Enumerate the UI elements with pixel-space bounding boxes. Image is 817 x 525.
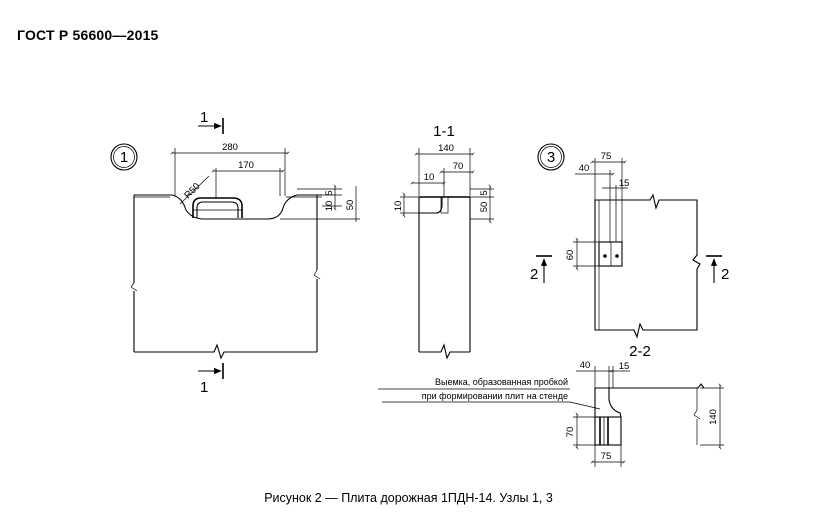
svg-text:50: 50: [345, 200, 356, 211]
section-2-2-dims: 40 15 70 140 75: [565, 360, 724, 467]
section-1-1-view: 1-1 140 70 10 10: [393, 123, 494, 360]
section-cut-bottom: 1: [198, 363, 224, 396]
svg-text:2: 2: [530, 266, 538, 283]
svg-text:170: 170: [238, 160, 254, 171]
svg-text:40: 40: [580, 360, 591, 371]
section-1-1-title: 1-1: [433, 123, 455, 140]
svg-text:5: 5: [479, 190, 490, 195]
dimension-section-right: 5 50: [470, 184, 494, 224]
svg-text:75: 75: [601, 451, 612, 462]
dimension-170: 170: [211, 160, 285, 198]
svg-text:1: 1: [120, 149, 128, 166]
dimension-right-stack: 5 10 50: [280, 184, 360, 222]
lifting-loop: [192, 197, 243, 218]
svg-text:1: 1: [200, 379, 208, 396]
svg-text:140: 140: [708, 409, 719, 425]
figure-caption: Рисунок 2 — Плита дорожная 1ПДН-14. Узлы…: [264, 491, 553, 505]
dimension-140: 140: [414, 143, 475, 196]
svg-text:280: 280: [222, 142, 238, 153]
svg-text:1: 1: [200, 109, 208, 126]
node-3-dims: 75 40 15 60: [565, 151, 630, 271]
dimension-10-top: 10: [410, 172, 446, 185]
svg-text:10: 10: [424, 172, 435, 183]
svg-text:140: 140: [438, 143, 454, 154]
svg-text:2: 2: [721, 266, 729, 283]
node-1-marker: 1: [110, 143, 138, 171]
svg-text:10: 10: [324, 201, 335, 212]
recess-note-line-2: при формировании плит на стенде: [422, 391, 568, 401]
plate-outline: [130, 194, 322, 360]
svg-text:40: 40: [579, 163, 590, 174]
section-2-2-view: 2-2 Выемка, образованная пробкой при фор…: [378, 343, 724, 467]
svg-text:60: 60: [565, 250, 576, 261]
node-3-marker: 3: [537, 143, 565, 171]
section-2-2-note: Выемка, образованная пробкой при формиро…: [378, 377, 601, 410]
section-cut-2-left: 2: [530, 255, 552, 283]
node-1-view: 1 1 1: [110, 109, 360, 396]
svg-text:50: 50: [479, 202, 490, 213]
svg-text:5: 5: [324, 190, 335, 195]
dimension-10-left: 10: [393, 192, 419, 218]
section-cut-2-right: 2: [706, 255, 729, 283]
section-2-2-title: 2-2: [629, 343, 651, 360]
svg-text:70: 70: [453, 161, 464, 172]
section-cut-top: 1: [198, 109, 224, 134]
node-3-outline: [594, 193, 701, 339]
svg-text:75: 75: [601, 151, 612, 162]
svg-text:70: 70: [565, 427, 576, 438]
dimension-280: 280: [170, 142, 290, 196]
svg-text:3: 3: [547, 149, 555, 166]
recess-note-line-1: Выемка, образованная пробкой: [435, 377, 568, 387]
section-1-1-outline: [418, 196, 471, 360]
dimension-70: 70: [439, 161, 475, 197]
svg-text:10: 10: [393, 201, 404, 212]
document-header: ГОСТ Р 56600—2015: [17, 27, 159, 43]
node-3-view: 3 75 40 15 60: [530, 143, 729, 339]
svg-text:15: 15: [619, 178, 630, 189]
section-2-2-outline: [594, 383, 705, 446]
svg-text:15: 15: [619, 361, 630, 372]
